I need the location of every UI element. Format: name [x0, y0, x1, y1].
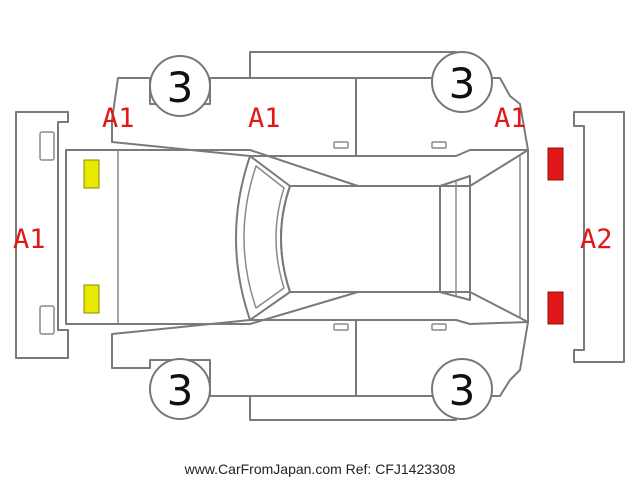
- source-reference: www.CarFromJapan.com Ref: CFJ1423308: [184, 461, 456, 477]
- wheel-left-rear-grade: 3: [449, 59, 476, 108]
- wheel-left-rear: 3: [431, 51, 493, 113]
- rear-bumper: [573, 111, 625, 363]
- roof: [280, 185, 441, 293]
- wheel-right-rear: 3: [431, 358, 493, 420]
- code-left-rear-quarter: A1: [494, 103, 527, 134]
- rear-window: [439, 175, 471, 301]
- wheel-left-front: 3: [149, 55, 211, 117]
- wheel-right-rear-grade: 3: [449, 366, 476, 415]
- code-front-left-fender: A1: [102, 103, 135, 134]
- taillight-left-marker: [547, 147, 564, 181]
- wheel-left-front-grade: 3: [167, 63, 194, 112]
- code-front-bumper: A1: [13, 224, 46, 255]
- code-left-front-door: A1: [248, 103, 281, 134]
- front-bumper: [15, 111, 69, 359]
- taillight-right-marker: [547, 291, 564, 325]
- code-rear-bumper: A2: [580, 224, 613, 255]
- wheel-right-front-grade: 3: [167, 366, 194, 415]
- headlight-left-marker: [83, 159, 100, 189]
- headlight-right-marker: [83, 284, 100, 314]
- wheel-right-front: 3: [149, 358, 211, 420]
